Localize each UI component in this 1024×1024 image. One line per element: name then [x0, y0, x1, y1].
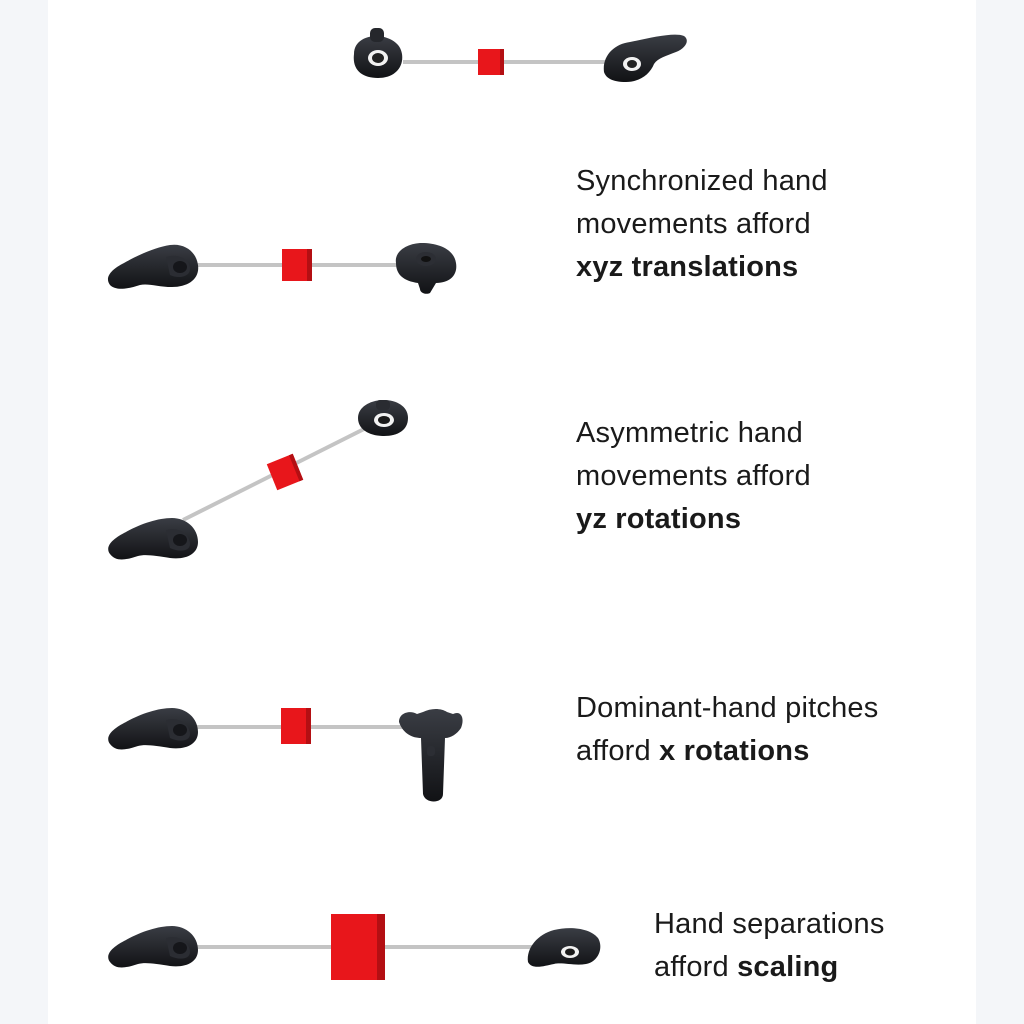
caption-line: movements afford — [576, 460, 811, 492]
caption-translation: Synchronized hand movements afford xyz t… — [576, 160, 828, 289]
vr-controller-side-icon — [108, 926, 198, 968]
rig-neutral — [353, 28, 687, 82]
caption-line: afford x rotations — [576, 730, 878, 773]
caption-emphasis: scaling — [737, 951, 839, 983]
rig-translation — [107, 243, 457, 294]
vr-controller-side-icon — [108, 708, 198, 750]
rig-scaling — [108, 914, 601, 980]
rig-yz-rotation — [108, 400, 408, 560]
caption-line: Synchronized hand — [576, 165, 828, 197]
caption-x-rotation: Dominant-hand pitches afford x rotations — [576, 687, 878, 773]
red-cube-icon — [331, 914, 385, 980]
vr-controller-side-icon — [527, 928, 601, 967]
caption-line: xyz translations — [576, 246, 828, 289]
caption-line: Dominant-hand pitches — [576, 692, 879, 724]
caption-emphasis: yz rotations — [576, 503, 742, 535]
caption-line: afford scaling — [654, 946, 885, 989]
red-cube-icon — [478, 49, 504, 75]
caption-line: movements afford — [576, 208, 811, 240]
vr-controller-top-icon — [358, 400, 408, 436]
figure-panel: Synchronized hand movements afford xyz t… — [48, 0, 976, 1024]
caption-yz-rotation: Asymmetric hand movements afford yz rota… — [576, 412, 811, 541]
caption-emphasis: xyz translations — [576, 251, 799, 283]
vr-controller-upright-icon — [399, 709, 463, 802]
caption-line: Hand separations — [654, 908, 885, 940]
red-cube-icon — [266, 453, 304, 491]
caption-line: yz rotations — [576, 498, 811, 541]
bimanual-interaction-illustration — [107, 28, 687, 980]
vr-controller-top-icon — [353, 28, 403, 78]
caption-line: Asymmetric hand — [576, 417, 804, 449]
caption-text: afford — [576, 735, 660, 767]
rig-x-rotation — [108, 708, 463, 802]
vr-controller-side-icon — [603, 34, 687, 82]
vr-controller-top-icon — [395, 243, 457, 294]
vr-controller-side-icon — [108, 518, 198, 560]
caption-text: afford — [654, 951, 738, 983]
caption-scaling: Hand separations afford scaling — [654, 903, 885, 989]
caption-emphasis: x rotations — [659, 735, 810, 767]
vr-controller-side-icon — [107, 244, 199, 289]
